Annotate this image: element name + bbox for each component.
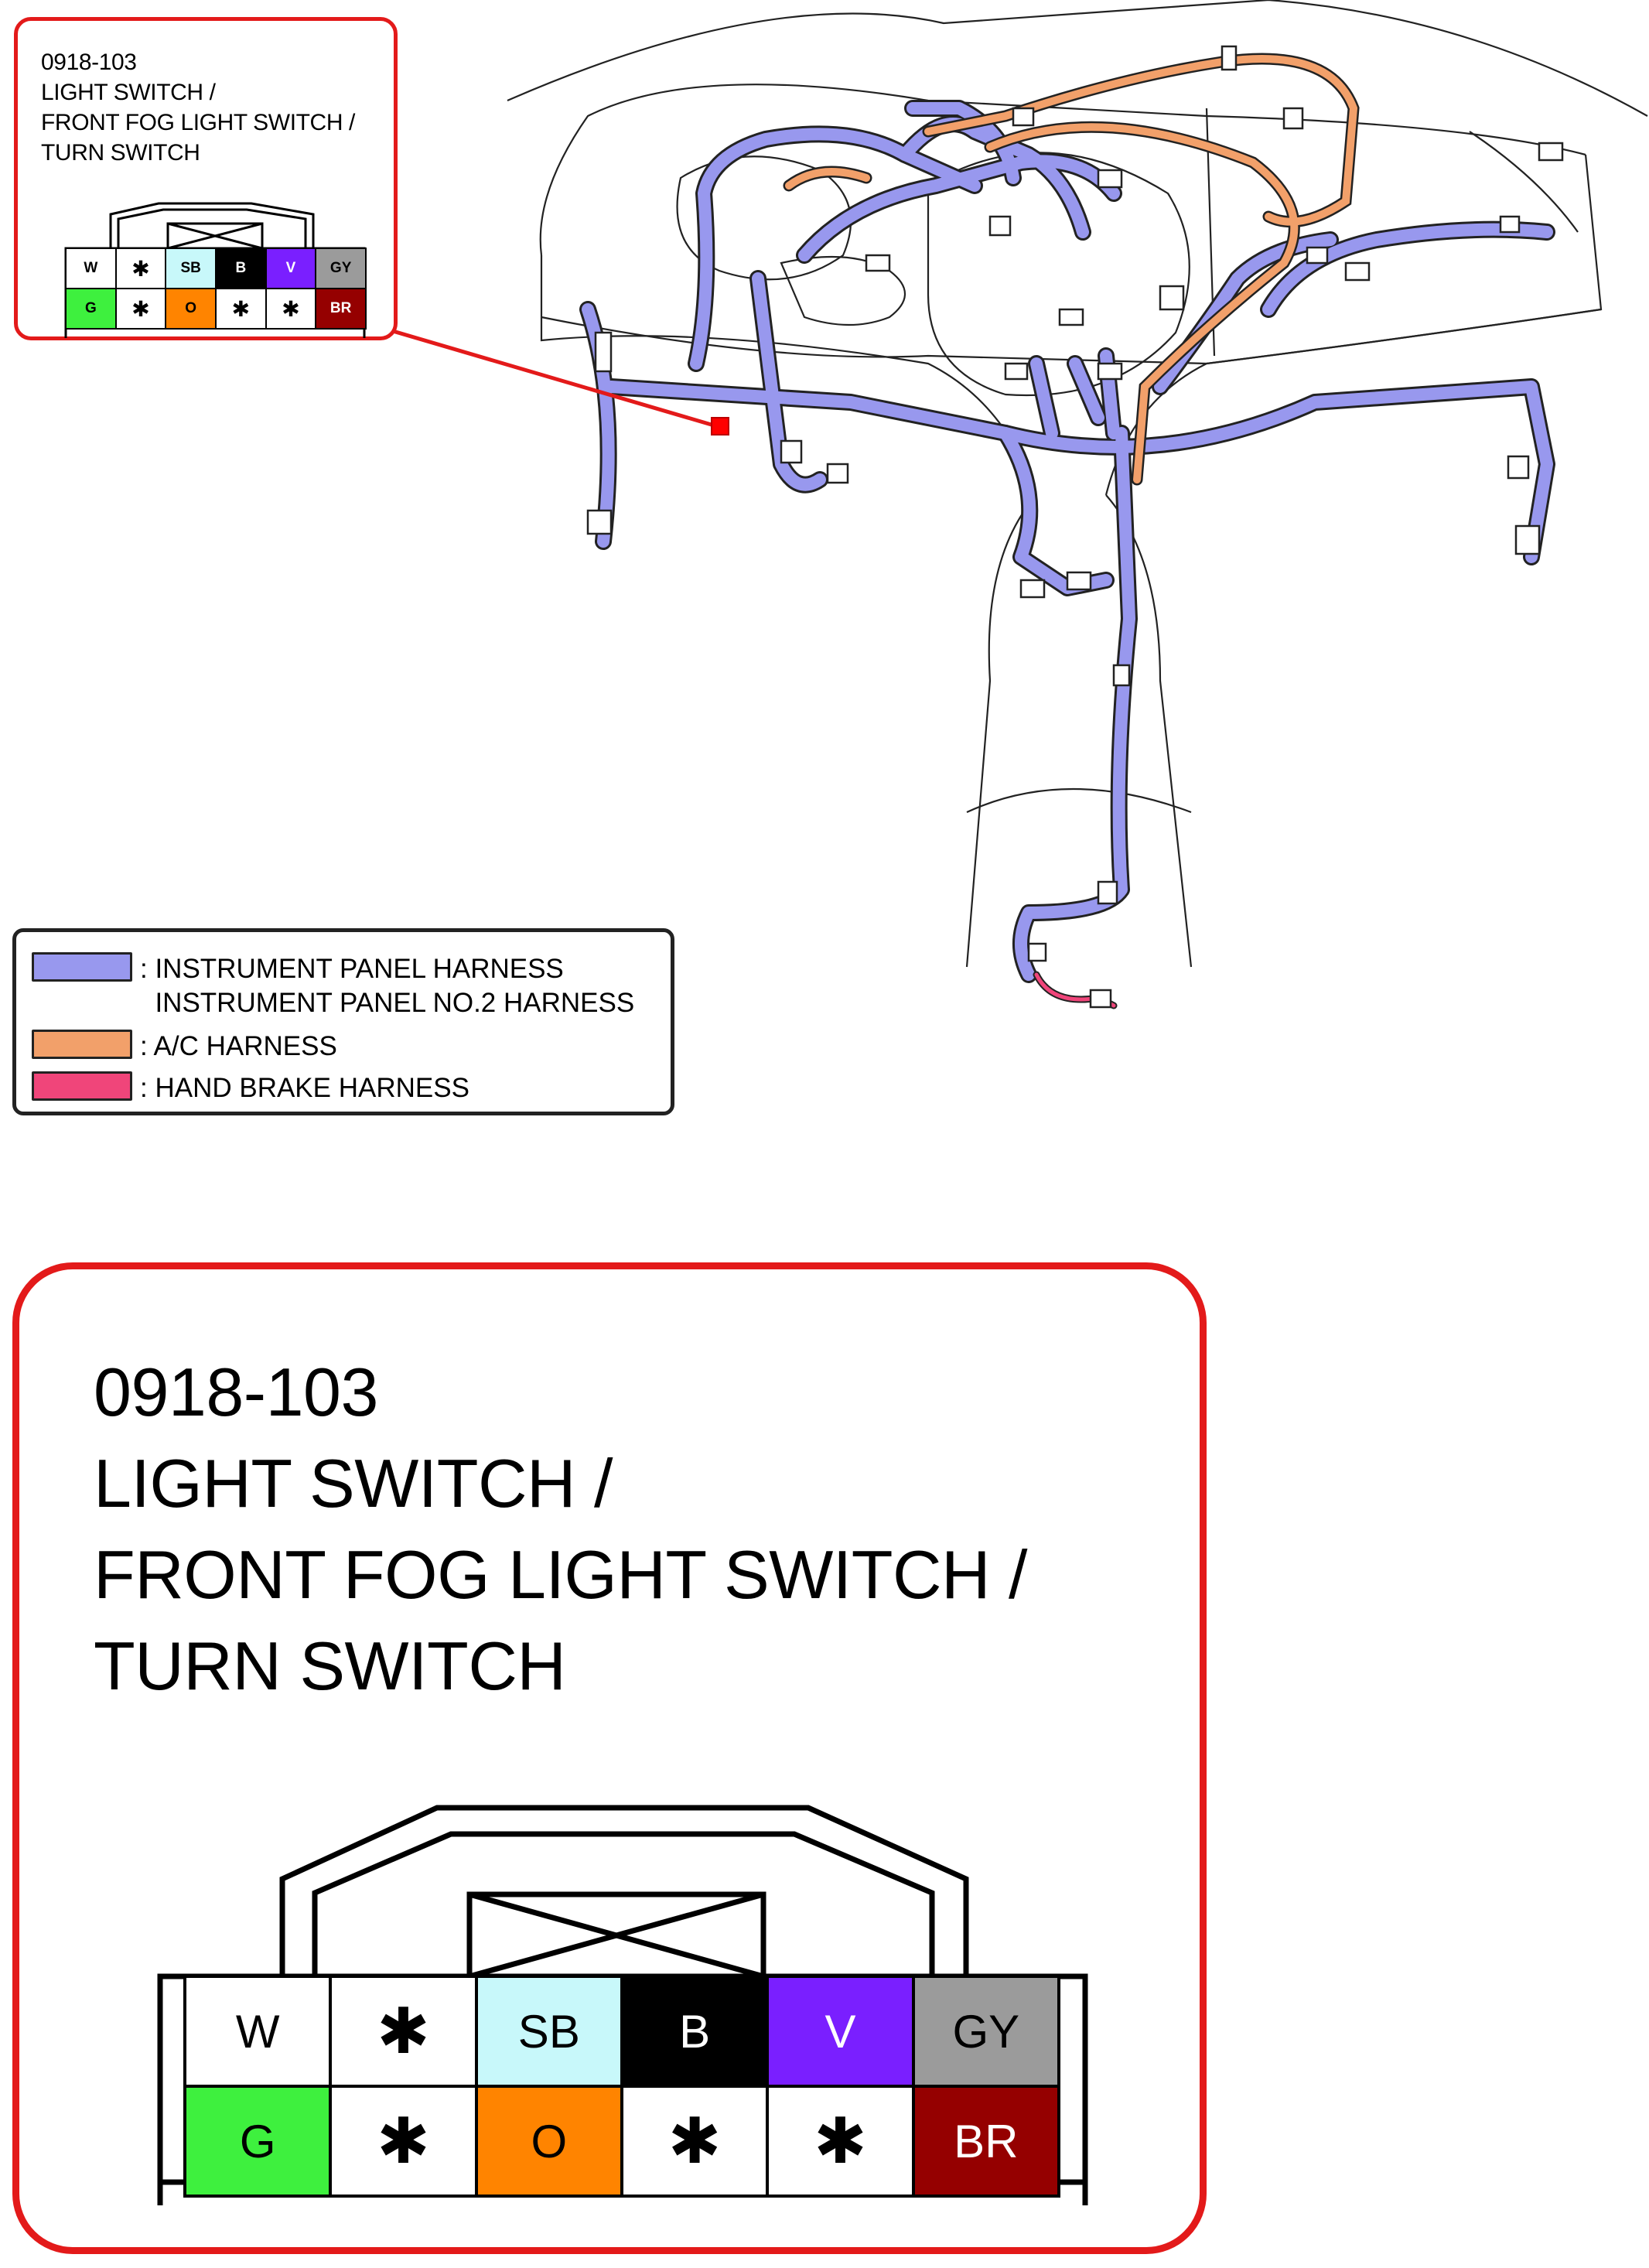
pin-12-large: BR [911, 2085, 1060, 2198]
pin-10: ✱ [214, 288, 267, 330]
legend-item-hand-brake: : HAND BRAKE HARNESS [32, 1071, 469, 1105]
pin-10-large: ✱ [620, 2085, 770, 2198]
pin-4: B [214, 248, 267, 289]
legend-label-ip: : INSTRUMENT PANEL HARNESS [140, 954, 564, 984]
pin-5-large: V [766, 1975, 915, 2088]
dashboard-outline [507, 0, 1648, 968]
title-line-4-large: TURN SWITCH [94, 1628, 566, 1704]
connector-code-large: 0918-103 [94, 1354, 378, 1430]
pin-7: G [65, 288, 117, 330]
connector-face-small: W ✱ SB B V GY G ✱ O ✱ ✱ BR [50, 183, 380, 338]
connector-face-large: W ✱ SB B V GY G ✱ O ✱ ✱ BR [143, 1764, 1102, 2205]
title-line-3: FRONT FOG LIGHT SWITCH / [41, 110, 355, 135]
harness-connectors [586, 45, 1564, 1009]
pin-5: V [265, 248, 317, 289]
locator-marker [711, 417, 729, 435]
pin-2-large: ✱ [329, 1975, 478, 2088]
pin-8-large: ✱ [329, 2085, 478, 2198]
legend-swatch-ac [32, 1030, 132, 1059]
pin-7-large: G [183, 2085, 333, 2198]
callout-title-small: 0918-103 LIGHT SWITCH / FRONT FOG LIGHT … [41, 47, 355, 168]
harness-illustration [392, 0, 1648, 1009]
pin-8: ✱ [114, 288, 167, 330]
pin-9: O [165, 288, 217, 330]
legend-item-ac: : A/C HARNESS [32, 1030, 337, 1064]
title-line-2: LIGHT SWITCH / [41, 80, 216, 105]
legend-label-ip-no2: INSTRUMENT PANEL NO.2 HARNESS [140, 988, 635, 1018]
legend-label-hand-brake: : HAND BRAKE HARNESS [140, 1073, 469, 1103]
pin-grid-large: W ✱ SB B V GY G ✱ O ✱ ✱ BR [183, 1975, 1060, 2198]
legend-swatch-instrument-panel [32, 952, 132, 982]
pin-3-large: SB [474, 1975, 623, 2088]
legend-label-ac: : A/C HARNESS [140, 1031, 337, 1061]
pin-6: GY [315, 248, 367, 289]
title-line-3-large: FRONT FOG LIGHT SWITCH / [94, 1536, 1027, 1613]
harness-legend: : INSTRUMENT PANEL HARNESS INSTRUMENT PA… [12, 928, 674, 1115]
pin-1: W [65, 248, 117, 289]
pin-3: SB [165, 248, 217, 289]
callout-title-large: 0918-103 LIGHT SWITCH / FRONT FOG LIGHT … [94, 1347, 1027, 1712]
pin-4-large: B [620, 1975, 770, 2088]
pin-2: ✱ [114, 248, 167, 289]
pin-11: ✱ [265, 288, 317, 330]
pin-grid-small: W ✱ SB B V GY G ✱ O ✱ ✱ BR [65, 248, 367, 330]
locator-leader-line [392, 329, 720, 429]
connector-callout-large: 0918-103 LIGHT SWITCH / FRONT FOG LIGHT … [12, 1262, 1207, 2254]
connector-code: 0918-103 [41, 50, 137, 75]
pin-9-large: O [474, 2085, 623, 2198]
title-line-4: TURN SWITCH [41, 140, 200, 166]
title-line-2-large: LIGHT SWITCH / [94, 1445, 613, 1522]
connector-callout-small: 0918-103 LIGHT SWITCH / FRONT FOG LIGHT … [14, 17, 398, 340]
pin-12: BR [315, 288, 367, 330]
legend-swatch-hand-brake [32, 1071, 132, 1101]
legend-item-instrument-panel: : INSTRUMENT PANEL HARNESS INSTRUMENT PA… [32, 952, 634, 1018]
pin-1-large: W [183, 1975, 333, 2088]
pin-11-large: ✱ [766, 2085, 915, 2198]
pin-6-large: GY [911, 1975, 1060, 2088]
